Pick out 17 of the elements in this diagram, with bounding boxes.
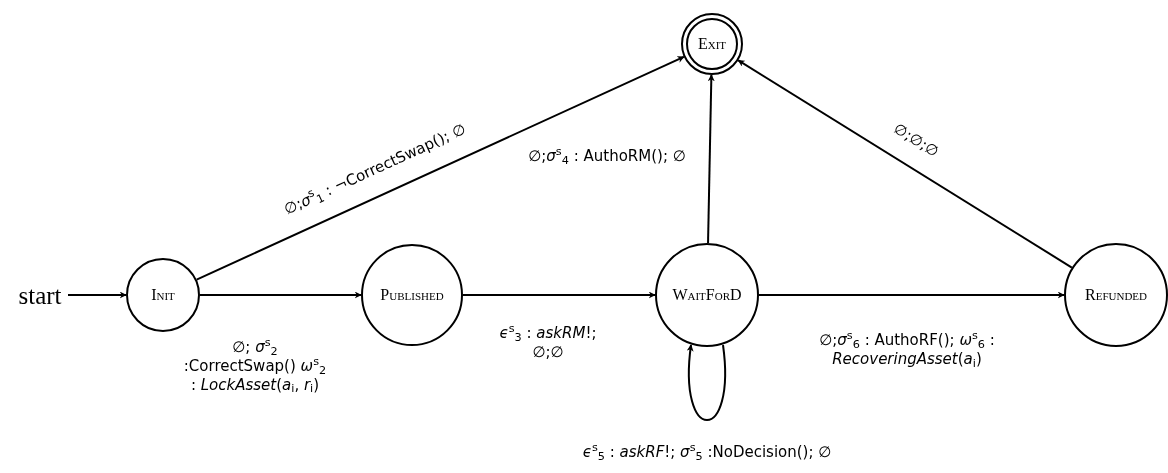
arrow — [758, 291, 1065, 299]
arrow — [707, 74, 715, 244]
edge-label: ∅;σ$^{s}$$_{6}$ : AuthoRF(); ω$^{s}$$_{6}$ : RecoveringAsset(a$_{i}$) — [818, 331, 996, 369]
arrow — [67, 291, 127, 299]
start-label: start — [12, 267, 68, 323]
state-name: Published — [380, 287, 444, 303]
state-name: Init — [151, 287, 175, 303]
state-name: Exit — [697, 36, 727, 52]
state-name: Refunded — [1085, 287, 1147, 303]
edge-label: ∅;σ$^{s}$$_{4}$ : AuthoRM(); ∅ — [527, 147, 687, 166]
state-name: WaitForD — [672, 287, 742, 303]
arrow — [462, 291, 656, 299]
edge-label: ϵ$^{s}$$_{5}$ : askRF!; σ$^{s}$$_{5}$ :NoDecision(); ∅ — [581, 443, 833, 462]
arrow — [737, 59, 1073, 269]
arrow — [199, 291, 362, 299]
edge-label: ϵ$^{s}$$_{3}$ : askRM!; ∅;∅ — [498, 324, 598, 362]
arrow — [195, 55, 685, 281]
